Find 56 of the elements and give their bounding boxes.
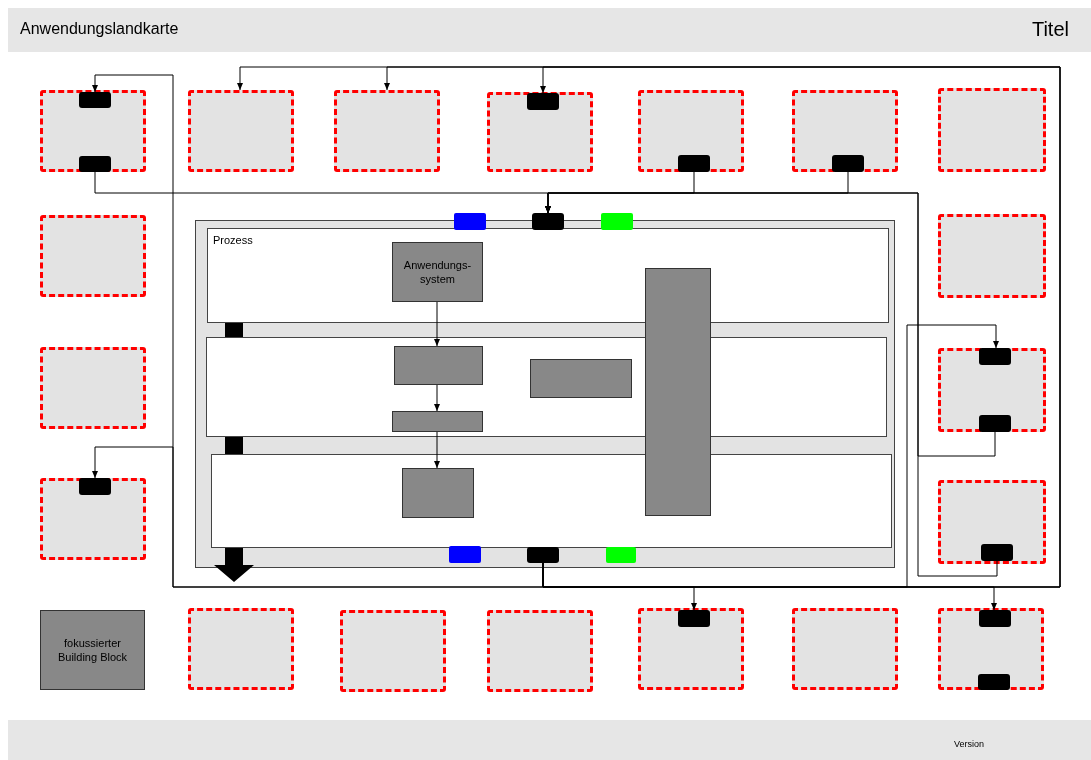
placeholder-box <box>188 608 294 690</box>
port-connector <box>678 610 710 627</box>
application-block <box>645 268 711 516</box>
port-connector <box>979 348 1011 365</box>
connector-arrow <box>92 446 544 588</box>
port-connector <box>79 92 111 108</box>
block-label: fokussierter Building Block <box>56 635 129 665</box>
placeholder-box <box>938 480 1046 564</box>
placeholder-box <box>487 610 593 692</box>
placeholder-box <box>188 90 294 172</box>
placeholder-box <box>40 90 146 172</box>
port-connector <box>678 155 710 172</box>
port-connector <box>79 156 111 172</box>
port-connector <box>527 547 559 563</box>
application-block <box>392 242 483 302</box>
placeholder-box <box>40 347 146 429</box>
header-label: Titel <box>1031 18 1069 41</box>
port-connector <box>527 93 559 110</box>
placeholder-box <box>40 215 146 297</box>
lane-title: Prozess <box>213 234 253 246</box>
application-block <box>392 411 483 432</box>
connector-arrow <box>540 66 1061 588</box>
process-panel <box>195 220 895 568</box>
placeholder-box <box>938 608 1044 690</box>
placeholder-box <box>40 478 146 560</box>
port-connector <box>981 544 1013 561</box>
placeholder-box <box>792 608 898 690</box>
process-lane <box>206 337 887 437</box>
page-title: Anwendungslandkarte <box>20 20 179 38</box>
application-block <box>530 359 632 398</box>
port-connector <box>979 610 1011 627</box>
connector-arrow <box>545 192 998 577</box>
placeholder-box <box>792 90 898 172</box>
placeholder-box <box>938 214 1046 298</box>
placeholder-box <box>638 608 744 690</box>
process-lane <box>207 228 889 323</box>
connector-arrow <box>434 431 440 469</box>
building-block <box>40 610 145 690</box>
placeholder-box <box>340 610 446 692</box>
application-block <box>394 346 483 385</box>
port-connector <box>978 674 1010 690</box>
connector-arrow <box>434 384 440 412</box>
placeholder-box <box>487 92 593 172</box>
version-label: Version <box>954 739 985 749</box>
port-connector <box>832 155 864 172</box>
connector-arrow <box>434 301 440 347</box>
placeholder-box <box>638 90 744 172</box>
process-lane <box>211 454 892 548</box>
placeholder-box <box>938 348 1046 432</box>
application-block <box>402 468 474 518</box>
placeholder-box <box>938 88 1046 172</box>
port-connector <box>979 415 1011 432</box>
block-label: Anwendungs-system <box>402 257 473 287</box>
port-connector <box>79 478 111 495</box>
placeholder-box <box>334 90 440 172</box>
port-connector <box>532 213 564 230</box>
